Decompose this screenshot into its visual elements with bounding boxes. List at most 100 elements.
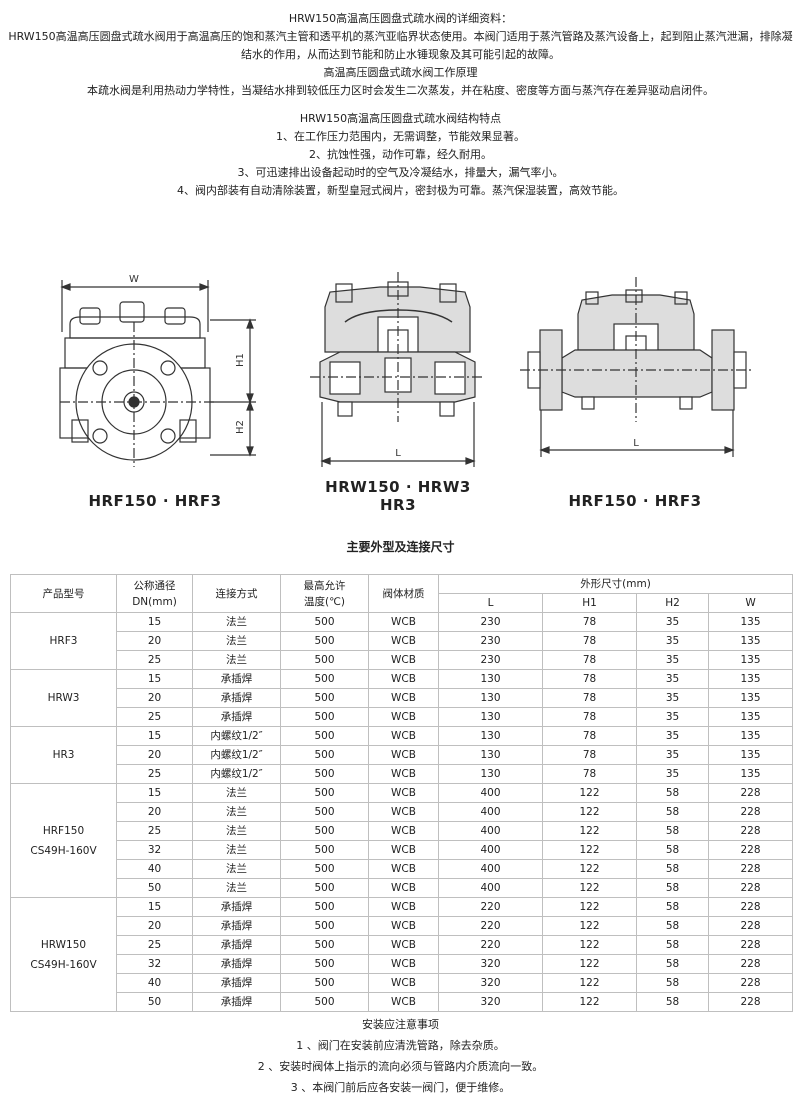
product-description: HRW150高温高压圆盘式疏水阀用于高温高压的饱和蒸汽主管和透平机的蒸汽亚临界状… <box>8 30 793 61</box>
temp-cell: 500 <box>280 631 369 651</box>
l-cell: 130 <box>438 745 543 765</box>
connection-cell: 法兰 <box>192 783 281 803</box>
w-cell: 228 <box>707 897 794 917</box>
h1-cell: 122 <box>542 973 637 993</box>
connection-cell: 承插焊 <box>192 688 281 708</box>
dn-cell: 40 <box>116 973 193 993</box>
h1-cell: 78 <box>542 764 637 784</box>
dn-cell: 25 <box>116 764 193 784</box>
dn-cell: 40 <box>116 859 193 879</box>
w-cell: 135 <box>707 631 794 651</box>
temp-cell: 500 <box>280 859 369 879</box>
l-cell: 220 <box>438 935 543 955</box>
l-cell: 130 <box>438 764 543 784</box>
h1-cell: 78 <box>542 707 637 727</box>
h2-cell: 58 <box>636 802 709 822</box>
page-heading: HRW150高温高压圆盘式疏水阀的详细资料： <box>288 12 513 25</box>
h1-cell: 122 <box>542 802 637 822</box>
h1-cell: 78 <box>542 669 637 689</box>
connection-cell: 内螺纹1/2″ <box>192 764 281 784</box>
temp-cell: 500 <box>280 745 369 765</box>
dn-cell: 15 <box>116 612 193 632</box>
dn-cell: 20 <box>116 688 193 708</box>
model-name: HRF150 <box>42 824 85 837</box>
note-item-1: 1 、阀门在安装前应清洗管路，除去杂质。 <box>296 1039 505 1052</box>
l-cell: 130 <box>438 669 543 689</box>
temp-cell: 500 <box>280 688 369 708</box>
connection-cell: 法兰 <box>192 650 281 670</box>
l-cell: 400 <box>438 859 543 879</box>
h2-cell: 58 <box>636 840 709 860</box>
dn-cell: 20 <box>116 631 193 651</box>
temp-cell: 500 <box>280 897 369 917</box>
l-cell: 320 <box>438 973 543 993</box>
material-cell: WCB <box>368 707 439 727</box>
temp-cell: 500 <box>280 821 369 841</box>
material-cell: WCB <box>368 973 439 993</box>
connection-cell: 承插焊 <box>192 973 281 993</box>
header-temp-line2: 温度(℃) <box>304 595 345 608</box>
connection-cell: 法兰 <box>192 612 281 632</box>
h1-cell: 122 <box>542 859 637 879</box>
connection-cell: 法兰 <box>192 802 281 822</box>
h1-cell: 78 <box>542 688 637 708</box>
header-w: W <box>707 593 794 613</box>
l-cell: 320 <box>438 954 543 974</box>
material-cell: WCB <box>368 954 439 974</box>
w-cell: 228 <box>707 878 794 898</box>
header-dn: 公称通径 DN(mm) <box>116 574 193 613</box>
model-code: CS49H-160V <box>30 844 97 857</box>
l-cell: 130 <box>438 688 543 708</box>
install-notes: 安装应注意事项 1 、阀门在安装前应清洗管路，除去杂质。 2 、安装时阀体上指示… <box>0 1014 801 1098</box>
dn-cell: 32 <box>116 840 193 860</box>
dn-cell: 25 <box>116 821 193 841</box>
temp-cell: 500 <box>280 707 369 727</box>
h1-cell: 78 <box>542 745 637 765</box>
h1-cell: 122 <box>542 916 637 936</box>
h2-cell: 58 <box>636 878 709 898</box>
notes-title: 安装应注意事项 <box>362 1018 439 1031</box>
temp-cell: 500 <box>280 764 369 784</box>
dim-l-center-label: L <box>395 448 401 459</box>
model-name: HRW3 <box>47 692 80 704</box>
dn-cell: 15 <box>116 783 193 803</box>
temp-cell: 500 <box>280 783 369 803</box>
w-cell: 228 <box>707 840 794 860</box>
dn-cell: 15 <box>116 669 193 689</box>
w-cell: 228 <box>707 992 794 1012</box>
connection-cell: 法兰 <box>192 859 281 879</box>
dn-cell: 32 <box>116 954 193 974</box>
h2-cell: 58 <box>636 783 709 803</box>
dim-l-right-label: L <box>633 438 639 449</box>
h2-cell: 58 <box>636 992 709 1012</box>
l-cell: 400 <box>438 802 543 822</box>
dn-cell: 15 <box>116 726 193 746</box>
features-title: HRW150高温高压圆盘式疏水阀结构特点 <box>299 112 502 125</box>
connection-cell: 法兰 <box>192 840 281 860</box>
table-title: 主要外型及连接尺寸 <box>346 540 455 554</box>
center-drawing-caption-1: HRW150 · HRW3 <box>325 478 471 496</box>
material-cell: WCB <box>368 878 439 898</box>
l-cell: 320 <box>438 992 543 1012</box>
dn-cell: 20 <box>116 916 193 936</box>
connection-cell: 法兰 <box>192 631 281 651</box>
l-cell: 400 <box>438 821 543 841</box>
material-cell: WCB <box>368 859 439 879</box>
h2-cell: 58 <box>636 859 709 879</box>
note-item-3: 3 、本阀门前后应各安装一阀门，便于维修。 <box>290 1081 511 1094</box>
h2-cell: 35 <box>636 764 709 784</box>
dn-cell: 25 <box>116 935 193 955</box>
connection-cell: 法兰 <box>192 878 281 898</box>
header-temp: 最高允许 温度(℃) <box>280 574 369 613</box>
technical-drawings: W H1 H2 L <box>0 262 801 522</box>
h1-cell: 122 <box>542 783 637 803</box>
center-drawing-caption-2: HR3 <box>379 496 417 514</box>
l-cell: 130 <box>438 707 543 727</box>
header-connection: 连接方式 <box>192 574 281 613</box>
